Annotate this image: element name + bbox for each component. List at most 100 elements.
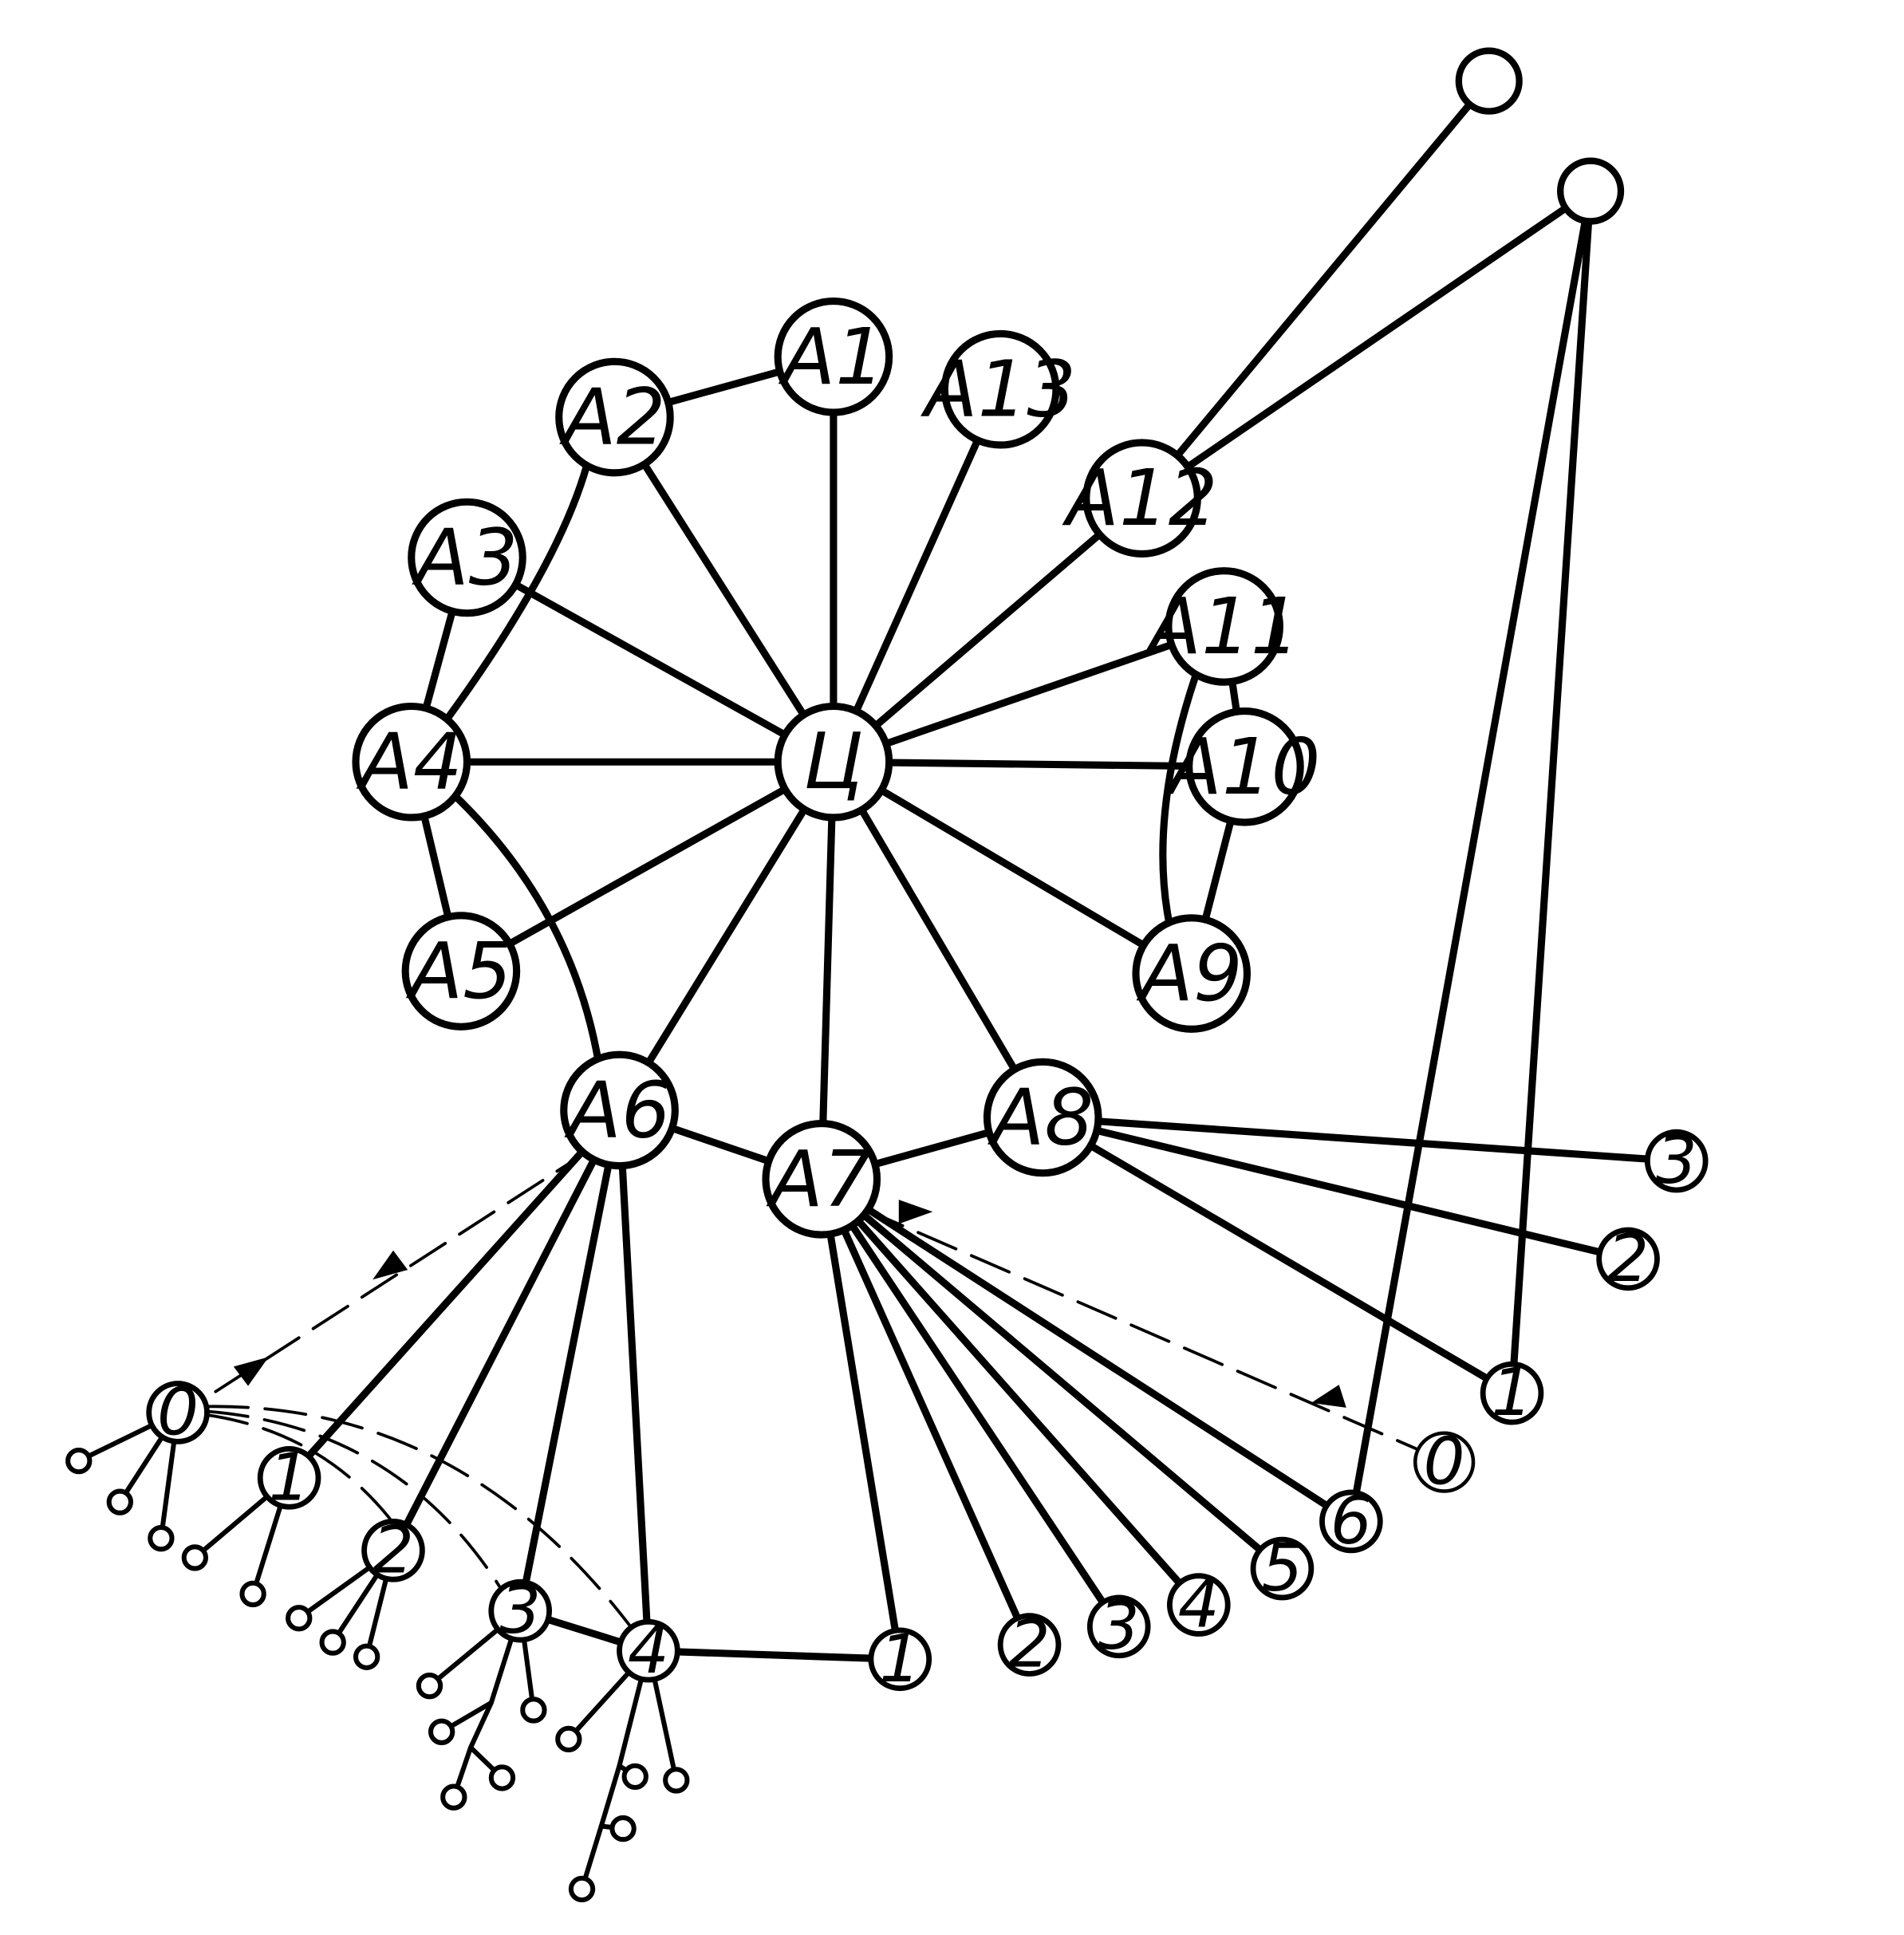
node-a7: А7 [762,1120,881,1239]
edge-a6-b2 [389,1106,624,1555]
node-label: 4 [1178,1567,1220,1643]
edge-a8-e3 [1039,1113,1681,1165]
leaf-node [319,1629,346,1656]
leaf-node [520,1697,547,1724]
arrow-a6-down [373,1250,408,1280]
arrow-a7-in [898,1200,933,1224]
a8-node-2: 2 [1596,1221,1660,1297]
dashed-edges [205,1147,1418,1634]
leaf-node [609,1815,637,1842]
edge-hub-a2 [610,413,838,766]
edge-hub-a11 [830,622,1228,766]
edge-hub-a3 [463,554,838,766]
edge-hub-a7 [818,758,838,1183]
edge-a7-f2 [818,1175,1034,1649]
branch-node-3: 3 [488,1573,553,1649]
node-label: А8 [987,1073,1094,1163]
leaf-node [181,1544,209,1571]
edge-a6-b4 [615,1106,652,1655]
edge-a11-a9 [1159,673,1199,936]
edge-hub-a10 [830,758,1248,770]
node-label: 2 [373,1512,414,1588]
arrow-f0-in [1311,1385,1346,1408]
leaf-node [148,1524,175,1552]
node-label: А3 [411,512,518,602]
edge-b3-subtree [451,1608,523,1800]
node-a12: А12 [1062,439,1217,558]
edge-a12-top1 [1138,77,1493,502]
edge-hub-a13 [830,385,1004,766]
node-label: А10 [1165,722,1321,812]
edge-hub-a12 [830,495,1146,766]
edge-b4-c1 [645,1647,904,1663]
branch-node-2: 2 [361,1512,425,1588]
a8-node-1: 1 [1480,1355,1544,1431]
branch-node-0: 0 [146,1374,210,1450]
leaf-node [353,1643,380,1670]
leaf-node [239,1580,266,1608]
node-label: 4 [628,1613,669,1689]
leaf-node [663,1767,690,1794]
edge-b4-subtree [579,1648,651,1892]
edge-a8-e2 [1039,1113,1632,1263]
edge-top2-a7n6 [1347,187,1595,1525]
fan-node-4: 4 [1167,1567,1231,1643]
nodes: Ц А1 А2 А3 А4 А5 А6 А7 [65,47,1709,1903]
dashed-b0-b4-lower [205,1413,405,1538]
node-a8: А8 [983,1058,1102,1177]
node-label: 1 [879,1622,920,1697]
edge-a12-top2 [1138,187,1595,502]
edge-a7-f5 [818,1175,1286,1573]
hub-label: Ц [803,717,863,807]
node-label: А11 [1144,581,1300,672]
node-a3: А3 [408,498,526,617]
node-top-2 [1557,157,1625,225]
node-label: 3 [1656,1123,1697,1199]
leaf-node [416,1672,443,1700]
fan-node-5: 5 [1250,1531,1315,1606]
edge-a7-f3 [818,1175,1123,1630]
node-label: А1 [778,312,885,402]
edge-hub-a5 [457,758,838,975]
node-a11: А11 [1144,567,1300,686]
edge-hub-a9 [830,758,1196,978]
edge-a4-a6 [447,788,603,1068]
node-label: 1 [269,1440,310,1515]
leaf-nodes [65,1447,690,1903]
node-label: 0 [1424,1425,1465,1500]
node-label: 3 [499,1573,541,1649]
node-a6: А6 [560,1050,679,1170]
node-a2: А2 [555,357,674,477]
dashed-b0-b4-upper [205,1405,637,1634]
leaf-node [428,1718,455,1745]
fan-node-3: 3 [1086,1589,1151,1665]
node-label: 2 [1607,1221,1649,1297]
node-top-1 [1455,47,1523,115]
leaf-node [568,1875,596,1903]
edge-a7-f6 [818,1175,1355,1525]
node-label: А4 [356,717,463,807]
chain-node-1: 1 [868,1622,932,1697]
node-label: 3 [1098,1589,1140,1665]
edge-hub-a6 [615,758,838,1114]
node-label: А6 [563,1065,670,1155]
node-label: 1 [1491,1355,1532,1431]
node-label: А13 [920,345,1076,435]
fan-node-2: 2 [997,1607,1062,1683]
dashed-a6-b0 [207,1147,593,1397]
node-label: А7 [766,1134,873,1224]
hub-node: Ц [774,702,893,822]
leaf-node [106,1488,133,1515]
dashed-b0-b3 [205,1409,507,1598]
fan-node-6: 6 [1319,1484,1383,1559]
node-a9: А9 [1132,914,1252,1033]
node-a10: А10 [1165,707,1321,826]
fan-node-0: 0 [1413,1425,1476,1500]
node-label: 5 [1261,1531,1303,1606]
edge-hub-a8 [830,758,1047,1121]
node-label: 6 [1330,1484,1372,1559]
leaf-node [488,1764,516,1791]
leaf-node [65,1447,93,1475]
node-label: А2 [558,372,665,463]
